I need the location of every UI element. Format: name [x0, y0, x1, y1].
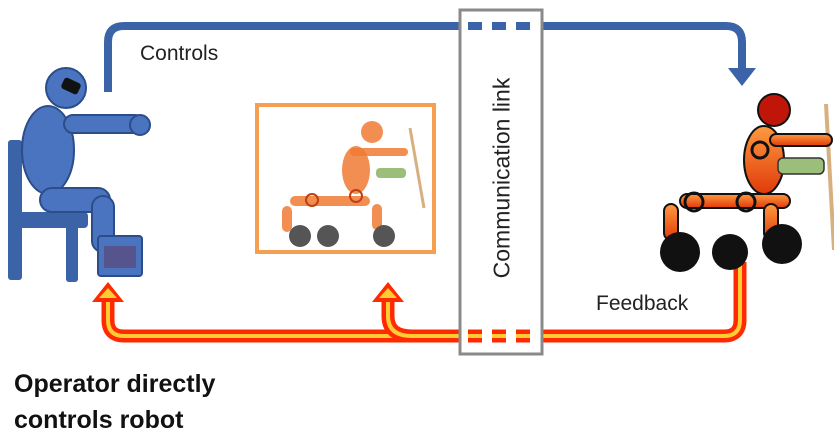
controls-label: Controls	[140, 42, 219, 65]
caption: Operator directly controls robot	[14, 366, 314, 438]
robot-video-display	[255, 103, 436, 254]
feedback-label: Feedback	[596, 292, 689, 315]
operator-figure	[8, 67, 151, 282]
communication-link-box	[458, 8, 544, 356]
feedback-arrow	[92, 262, 747, 343]
caption-line-1: Operator directly	[14, 370, 216, 398]
controls-arrow	[104, 22, 756, 92]
caption-line-2: controls robot	[14, 406, 184, 434]
communication-link-label: Communication link	[488, 77, 515, 279]
remote-robot	[660, 93, 834, 272]
